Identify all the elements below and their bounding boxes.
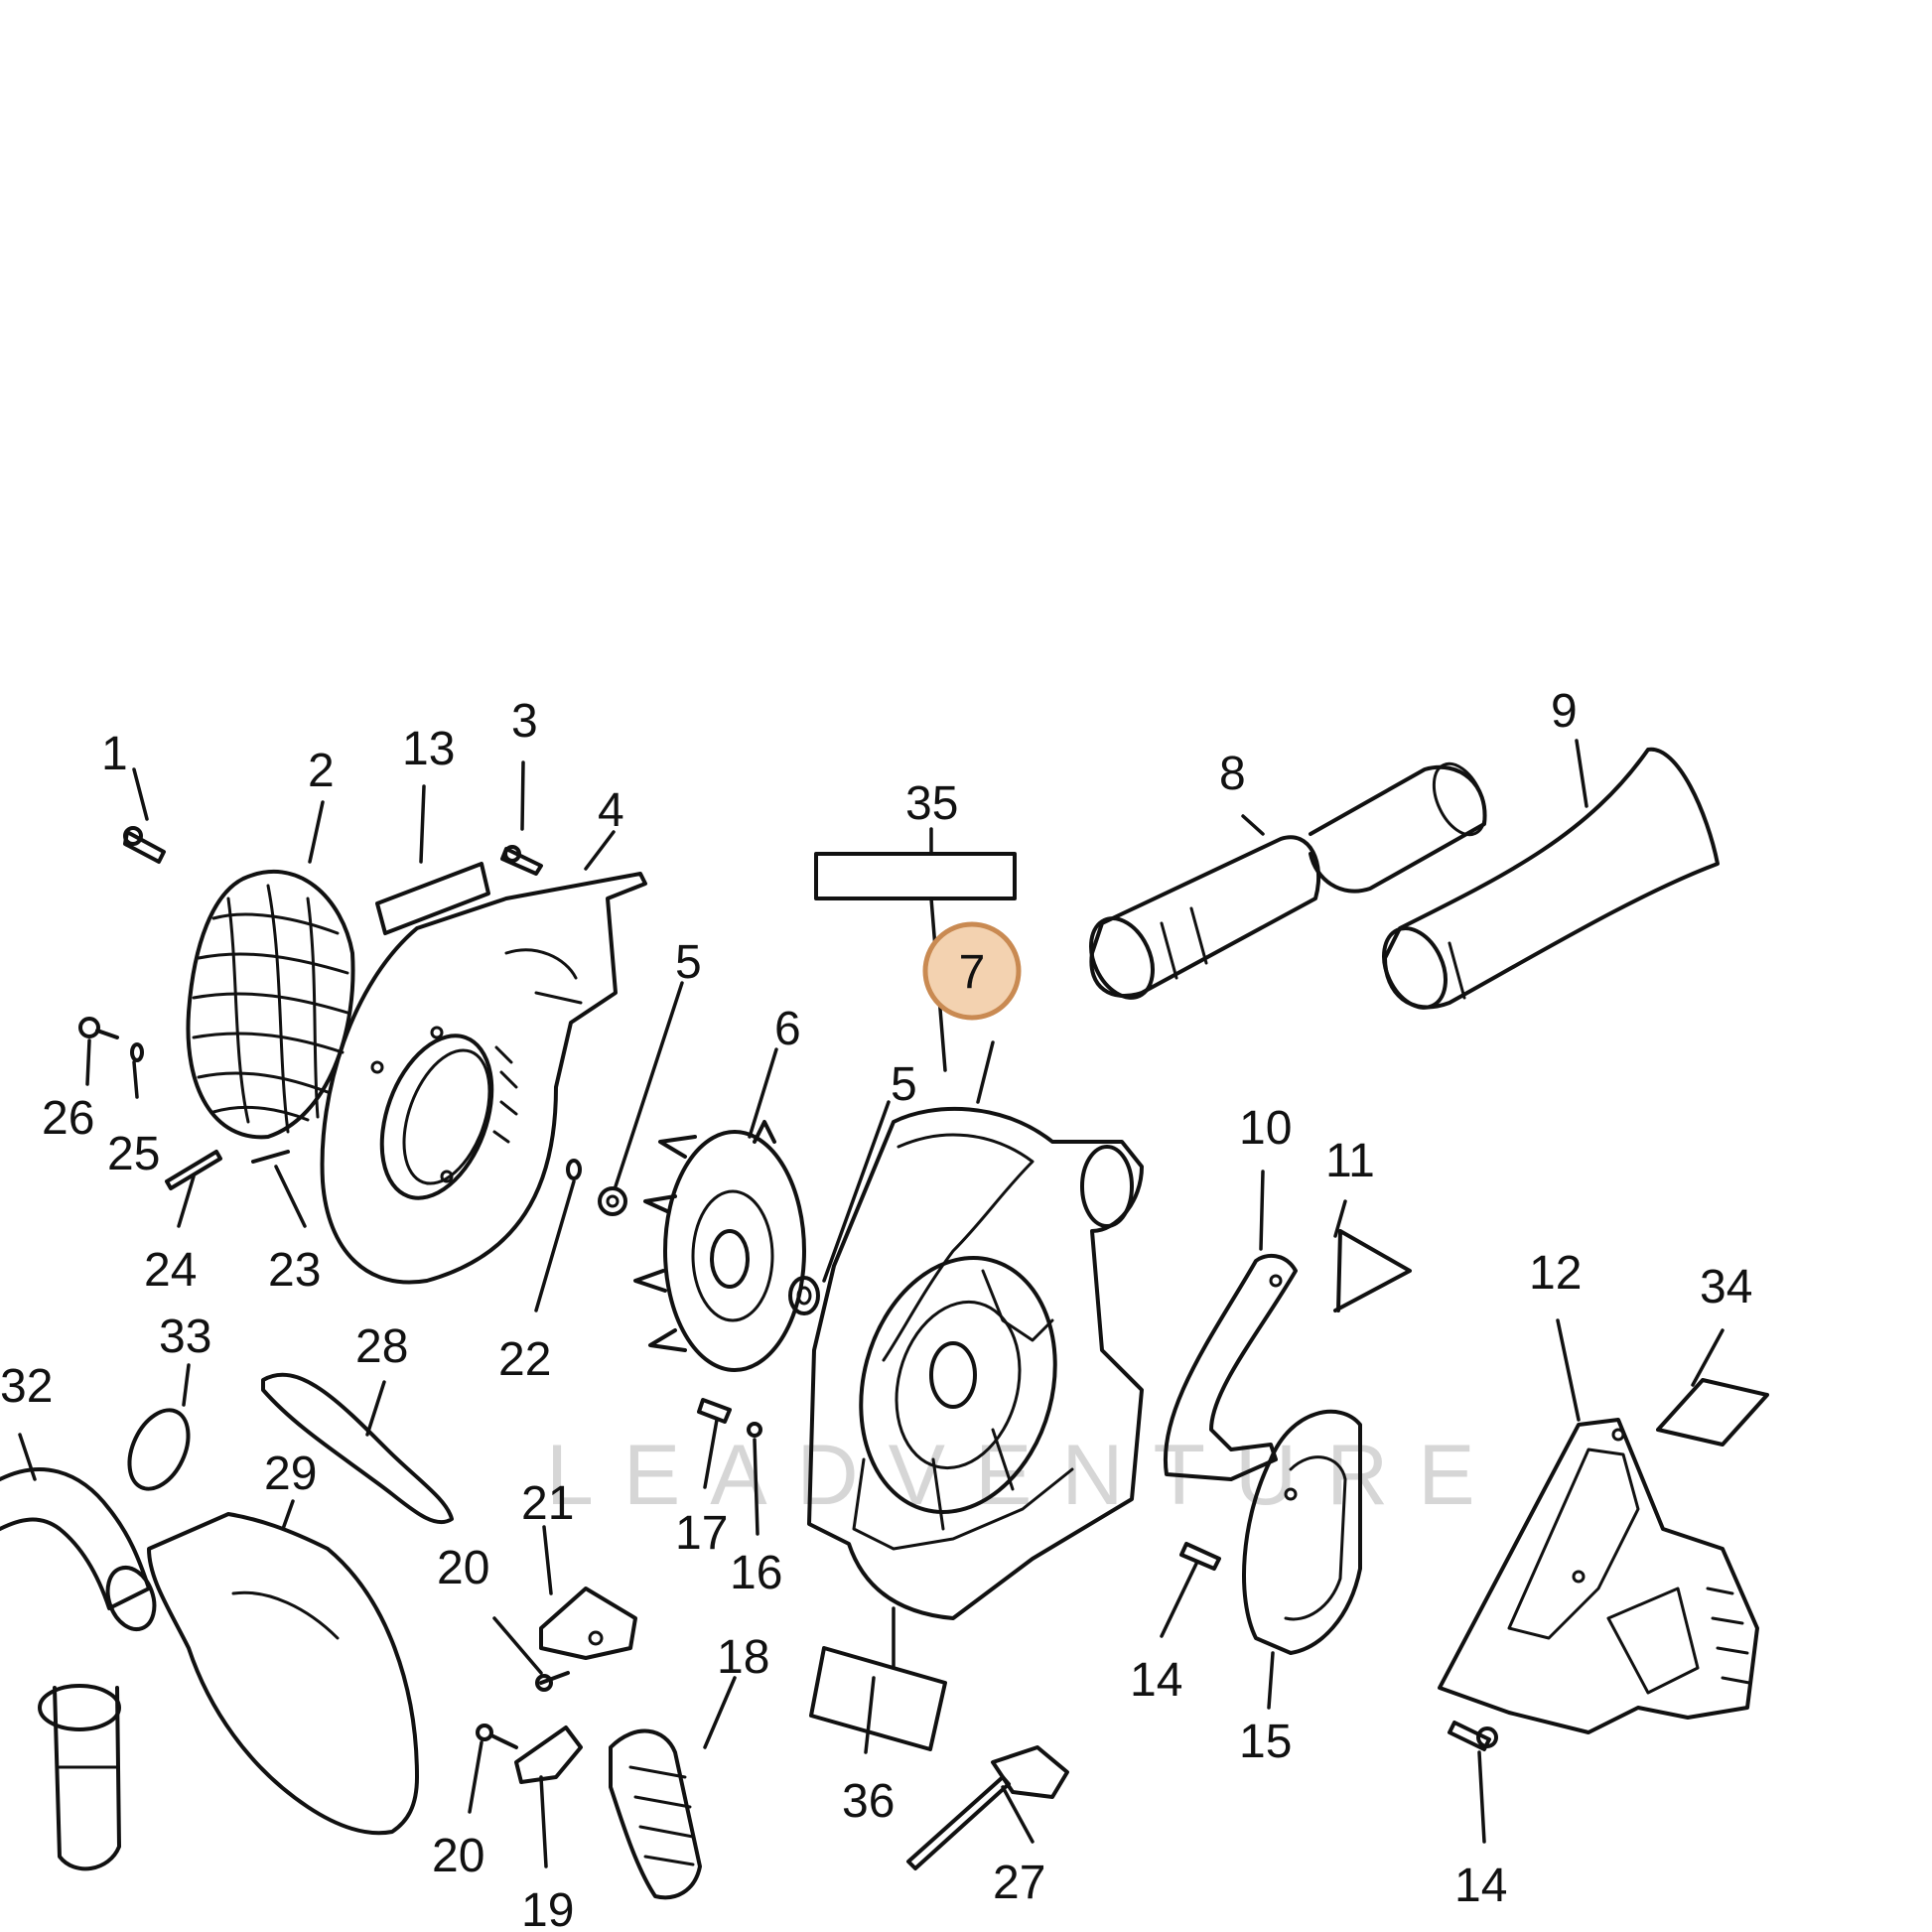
callout-23[interactable]: 23	[268, 1244, 321, 1297]
callout-14-middle[interactable]: 14	[1130, 1654, 1182, 1707]
callout-2[interactable]: 2	[308, 745, 335, 797]
part-28-strap	[261, 1372, 454, 1525]
callout-15[interactable]: 15	[1239, 1716, 1292, 1768]
part-11-gasket	[1333, 1229, 1412, 1312]
part-24-pin	[165, 1150, 222, 1190]
part-8-blower-tube	[1089, 761, 1487, 1000]
callout-1[interactable]: 1	[101, 728, 128, 780]
part-12-engine	[1438, 1418, 1759, 1734]
part-27-wrench	[906, 1745, 1069, 1870]
part-7-blower-housing	[807, 1106, 1144, 1620]
part-16-screw	[747, 1422, 762, 1438]
part-5-washer-middle	[788, 1276, 820, 1315]
callout-16[interactable]: 16	[730, 1547, 782, 1599]
part-26-screw	[78, 1017, 119, 1039]
callout-28[interactable]: 28	[355, 1320, 408, 1373]
part-4-fan-housing	[320, 872, 647, 1285]
callout-12[interactable]: 12	[1529, 1247, 1582, 1300]
callout-34[interactable]: 34	[1700, 1261, 1752, 1313]
part-15-housing-half	[1242, 1409, 1362, 1655]
callout-36[interactable]: 36	[842, 1775, 895, 1828]
part-14-screw-lower	[1448, 1721, 1498, 1751]
callout-20-upper[interactable]: 20	[437, 1542, 489, 1594]
part-2-intake-screen	[186, 869, 355, 1140]
callout-7-highlighted[interactable]: 7	[922, 921, 1022, 1021]
callout-5-middle[interactable]: 5	[891, 1058, 917, 1111]
part-32-elbow	[0, 1467, 157, 1631]
part-21-bracket	[539, 1587, 637, 1660]
callout-18[interactable]: 18	[717, 1631, 769, 1684]
callout-17[interactable]: 17	[675, 1507, 728, 1560]
callout-27[interactable]: 27	[993, 1857, 1045, 1909]
callout-9[interactable]: 9	[1551, 685, 1578, 738]
callout-33[interactable]: 33	[159, 1311, 211, 1363]
callout-8[interactable]: 8	[1219, 748, 1246, 800]
part-33-clamp	[127, 1408, 191, 1491]
callout-11[interactable]: 11	[1325, 1135, 1375, 1187]
part-23-screw	[251, 1150, 290, 1164]
callout-13[interactable]: 13	[402, 723, 455, 775]
part-17-screw	[697, 1398, 732, 1424]
callout-20-lower[interactable]: 20	[432, 1830, 484, 1882]
part-20-screw-lower	[476, 1724, 518, 1749]
part-3-screw	[500, 845, 543, 876]
part-20-screw-upper	[535, 1671, 570, 1692]
callout-25[interactable]: 25	[107, 1128, 160, 1180]
callout-6[interactable]: 6	[774, 1003, 801, 1055]
part-22-nut	[566, 1159, 582, 1180]
callout-14-lower[interactable]: 14	[1454, 1860, 1507, 1912]
part-1-screw	[123, 826, 166, 864]
part-5-nut-upper	[598, 1186, 627, 1216]
part-34-label	[1656, 1378, 1769, 1447]
highlight-ring	[922, 921, 1022, 1021]
part-18-harness-pad	[609, 1728, 702, 1900]
part-36-label	[809, 1646, 947, 1751]
part-13-label	[375, 862, 490, 935]
callout-19[interactable]: 19	[521, 1884, 574, 1932]
callout-29[interactable]: 29	[264, 1448, 317, 1500]
part-14-screw-middle	[1179, 1542, 1221, 1571]
callout-3[interactable]: 3	[511, 695, 538, 748]
callout-35[interactable]: 35	[905, 777, 958, 830]
callout-26[interactable]: 26	[42, 1092, 94, 1145]
part-25-washer	[130, 1042, 144, 1062]
leader-lines	[18, 739, 1725, 1868]
part-10-bracket	[1163, 1253, 1298, 1481]
callout-22[interactable]: 22	[498, 1333, 551, 1386]
part-6-impeller	[633, 1120, 806, 1372]
part-35-label	[814, 852, 1017, 900]
part-tube-lower-left	[38, 1684, 121, 1871]
callout-4[interactable]: 4	[598, 784, 624, 837]
callout-7-label: 7	[959, 946, 986, 999]
callout-5-upper[interactable]: 5	[675, 936, 702, 989]
callout-21[interactable]: 21	[521, 1477, 574, 1530]
part-19-bracket	[514, 1725, 583, 1784]
callout-32[interactable]: 32	[0, 1360, 53, 1413]
callout-10[interactable]: 10	[1239, 1102, 1292, 1155]
part-9-nozzle	[1382, 747, 1720, 1010]
watermark: LEADVENTURE	[546, 1428, 1505, 1523]
callout-labels: 1 2 13 3 4 35 8 9 26 25 24 23 22 5 6 5 1…	[0, 685, 1752, 1932]
callout-24[interactable]: 24	[144, 1244, 197, 1297]
part-29-frame	[147, 1512, 419, 1836]
